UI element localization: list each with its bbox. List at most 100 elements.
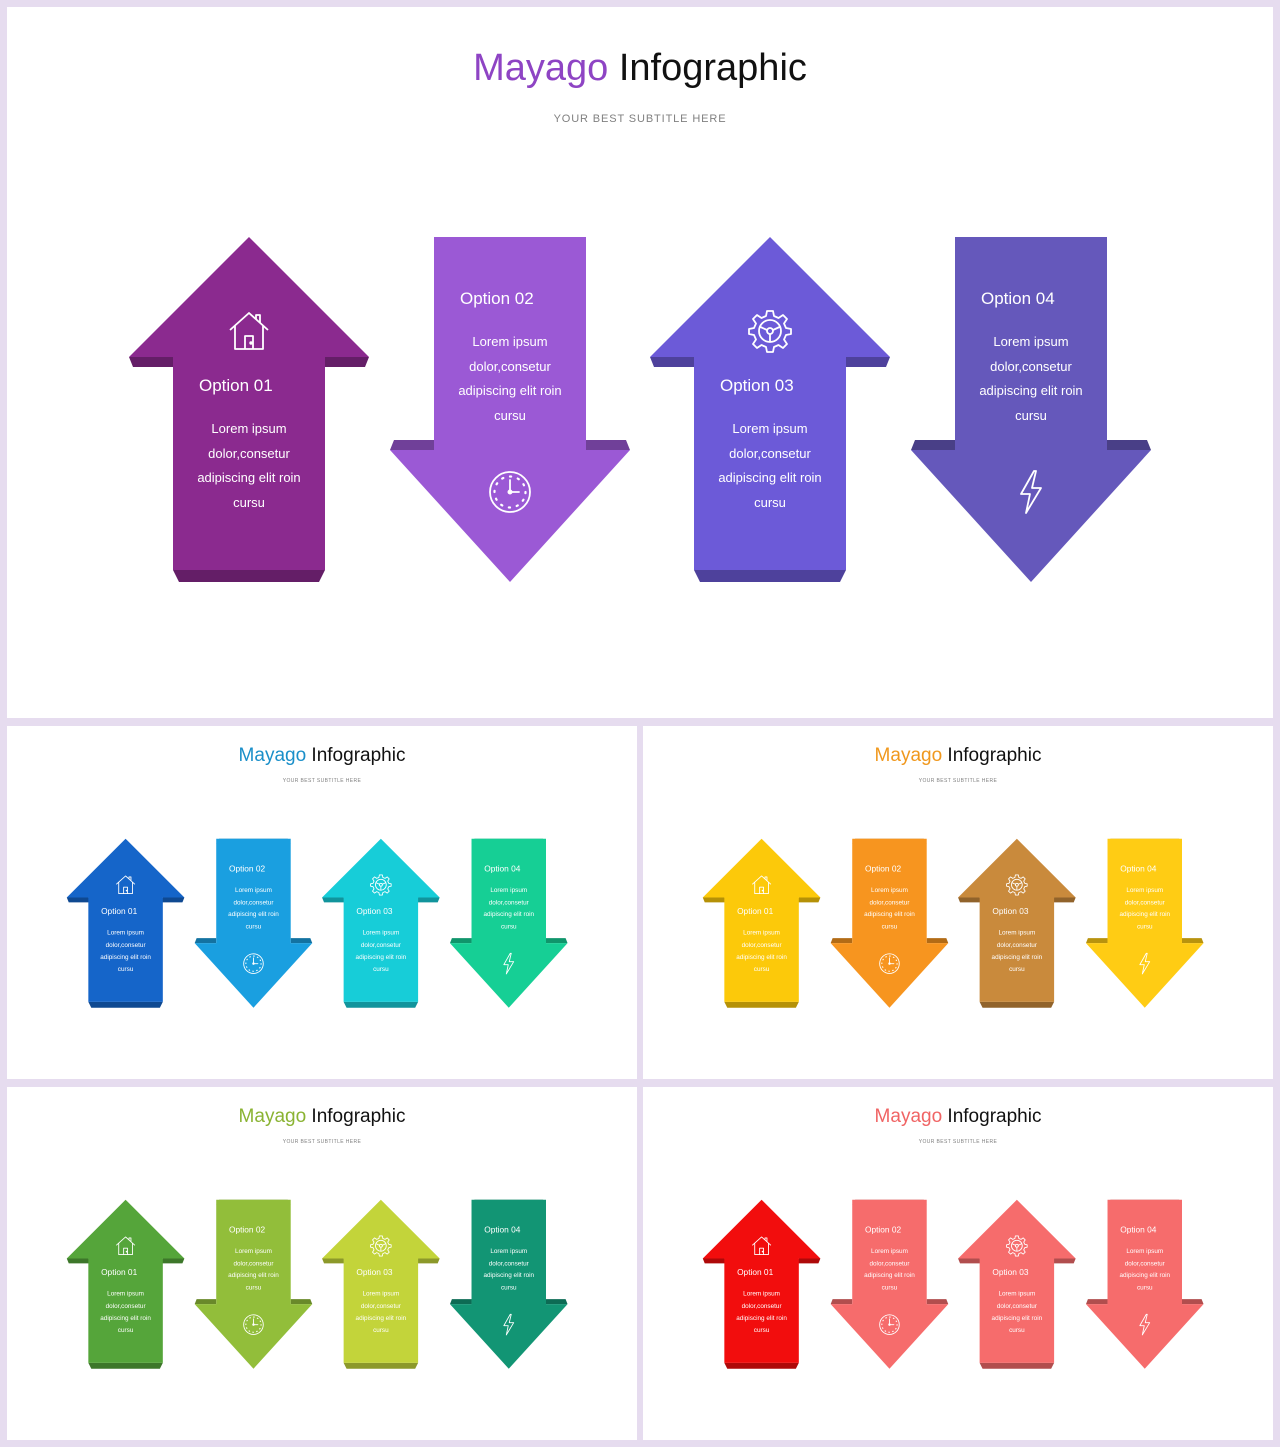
arrow-body [650, 237, 890, 570]
arrow-shapes [66, 1199, 568, 1369]
up-arrow-3 [322, 838, 440, 1008]
up-arrow-3 [650, 237, 890, 582]
arrow-depth-face [66, 1258, 91, 1264]
title-brand: Mayago [473, 47, 609, 89]
down-arrow-4 [1085, 1199, 1204, 1369]
arrow-body [390, 237, 630, 582]
arrow-depth-face [322, 897, 346, 903]
arrow-depth-face [449, 1299, 472, 1305]
arrow-depth-face [1107, 440, 1151, 450]
arrow-depth-face [416, 897, 440, 903]
arrow-shapes [66, 838, 568, 1008]
arrow-depth-face [1085, 1299, 1108, 1305]
gear-icon [369, 1234, 393, 1258]
option-description: Lorem ipsum dolor,consetur adipiscing el… [864, 1247, 915, 1291]
slide-title: Mayago Infographic [7, 745, 637, 767]
lightning-icon [1007, 468, 1055, 516]
option-description: Lorem ipsum dolor,consetur adipiscing el… [355, 928, 407, 973]
clock-icon [242, 952, 266, 976]
arrow-depth-face [830, 1299, 853, 1305]
arrow-depth-face [290, 938, 313, 944]
arrow-depth-face [194, 938, 217, 944]
arrow-body [830, 1199, 949, 1369]
option-description: Lorem ipsum dolor,consetur adipiscing el… [991, 1289, 1043, 1334]
option-label: Option 04 [484, 864, 521, 874]
arrow-shapes [129, 237, 1151, 582]
home-icon [225, 307, 273, 355]
down-arrow-4 [449, 838, 568, 1008]
arrow-depth-face [1182, 1299, 1204, 1305]
option-description: Lorem ipsum dolor,consetur adipiscing el… [458, 334, 562, 423]
arrow-depth-face [343, 1362, 419, 1369]
option-label: Option 03 [992, 1267, 1029, 1278]
arrow-body [66, 1199, 185, 1363]
up-arrow-3 [958, 1199, 1076, 1369]
option-label: Option 04 [1120, 1225, 1157, 1235]
arrow-depth-face [926, 938, 949, 944]
arrow-depth-face [390, 440, 434, 450]
arrow-depth-face [958, 897, 982, 903]
up-arrow-1 [66, 1199, 185, 1369]
option-description: Lorem ipsum dolor,consetur adipiscing el… [197, 421, 301, 510]
option-label: Option 01 [737, 1267, 774, 1278]
arrow-depth-face [173, 570, 325, 582]
arrow-depth-face [694, 570, 846, 582]
arrow-depth-face [416, 1258, 440, 1264]
arrow-depth-face [586, 440, 630, 450]
slide-main: Mayago Infographic YOUR BEST SUBTITLE HE… [7, 7, 1273, 718]
slide-subtitle: YOUR BEST SUBTITLE HERE [282, 1139, 362, 1145]
down-arrow-2 [194, 1199, 313, 1369]
arrow-body [958, 838, 1076, 1002]
slide-red: Mayago Infographic YOUR BEST SUBTITLE HE… [643, 1087, 1273, 1440]
arrow-depth-face [322, 1258, 346, 1264]
down-arrow-2 [830, 838, 949, 1008]
up-arrow-1 [702, 838, 821, 1008]
arrow-body [322, 838, 440, 1002]
arrow-depth-face [724, 1001, 799, 1008]
title-rest: Infographic [306, 1106, 406, 1127]
title-rest: Infographic [942, 745, 1042, 766]
arrow-depth-face [1052, 1258, 1076, 1264]
arrow-body [702, 1199, 821, 1363]
arrow-depth-face [979, 1001, 1055, 1008]
down-arrow-2 [830, 1199, 949, 1369]
arrow-depth-face [911, 440, 955, 450]
option-label: Option 02 [460, 289, 534, 308]
slide-blue: Mayago Infographic YOUR BEST SUBTITLE HE… [7, 726, 637, 1079]
arrow-depth-face [1085, 938, 1108, 944]
option-label: Option 02 [228, 864, 266, 874]
up-arrow-1 [129, 237, 369, 582]
down-arrow-4 [449, 1199, 568, 1369]
option-label: Option 01 [101, 906, 138, 917]
lightning-icon [1133, 952, 1157, 976]
option-description: Lorem ipsum dolor,consetur adipiscing el… [100, 928, 151, 973]
option-description: Lorem ipsum dolor,consetur adipiscing el… [100, 1289, 151, 1334]
arrow-depth-face [194, 1299, 217, 1305]
arrow-depth-face [830, 938, 853, 944]
option-description: Lorem ipsum dolor,consetur adipiscing el… [355, 1289, 407, 1334]
slide-title: Mayago Infographic [643, 745, 1273, 767]
up-arrow-1 [66, 838, 185, 1008]
slide-subtitle: YOUR BEST SUBTITLE HERE [553, 113, 727, 125]
down-arrow-2 [390, 237, 630, 582]
option-label: Option 04 [1120, 864, 1157, 874]
arrow-depth-face [160, 1258, 185, 1264]
slide-green: Mayago Infographic YOUR BEST SUBTITLE HE… [7, 1087, 637, 1440]
arrow-depth-face [88, 1001, 163, 1008]
arrow-depth-face [842, 357, 890, 367]
arrow-depth-face [926, 1299, 949, 1305]
clock-icon [878, 1313, 902, 1337]
gear-icon [746, 307, 794, 355]
arrow-depth-face [88, 1362, 163, 1369]
option-description: Lorem ipsum dolor,consetur adipiscing el… [483, 886, 535, 930]
arrow-depth-face [1052, 897, 1076, 903]
arrow-body [958, 1199, 1076, 1363]
arrow-depth-face [546, 1299, 568, 1305]
arrow-depth-face [958, 1258, 982, 1264]
arrow-depth-face [449, 938, 472, 944]
arrow-diagram: Option 01 Lorem ipsum dolor,consetur adip… [7, 726, 627, 1074]
arrow-body [129, 237, 369, 570]
